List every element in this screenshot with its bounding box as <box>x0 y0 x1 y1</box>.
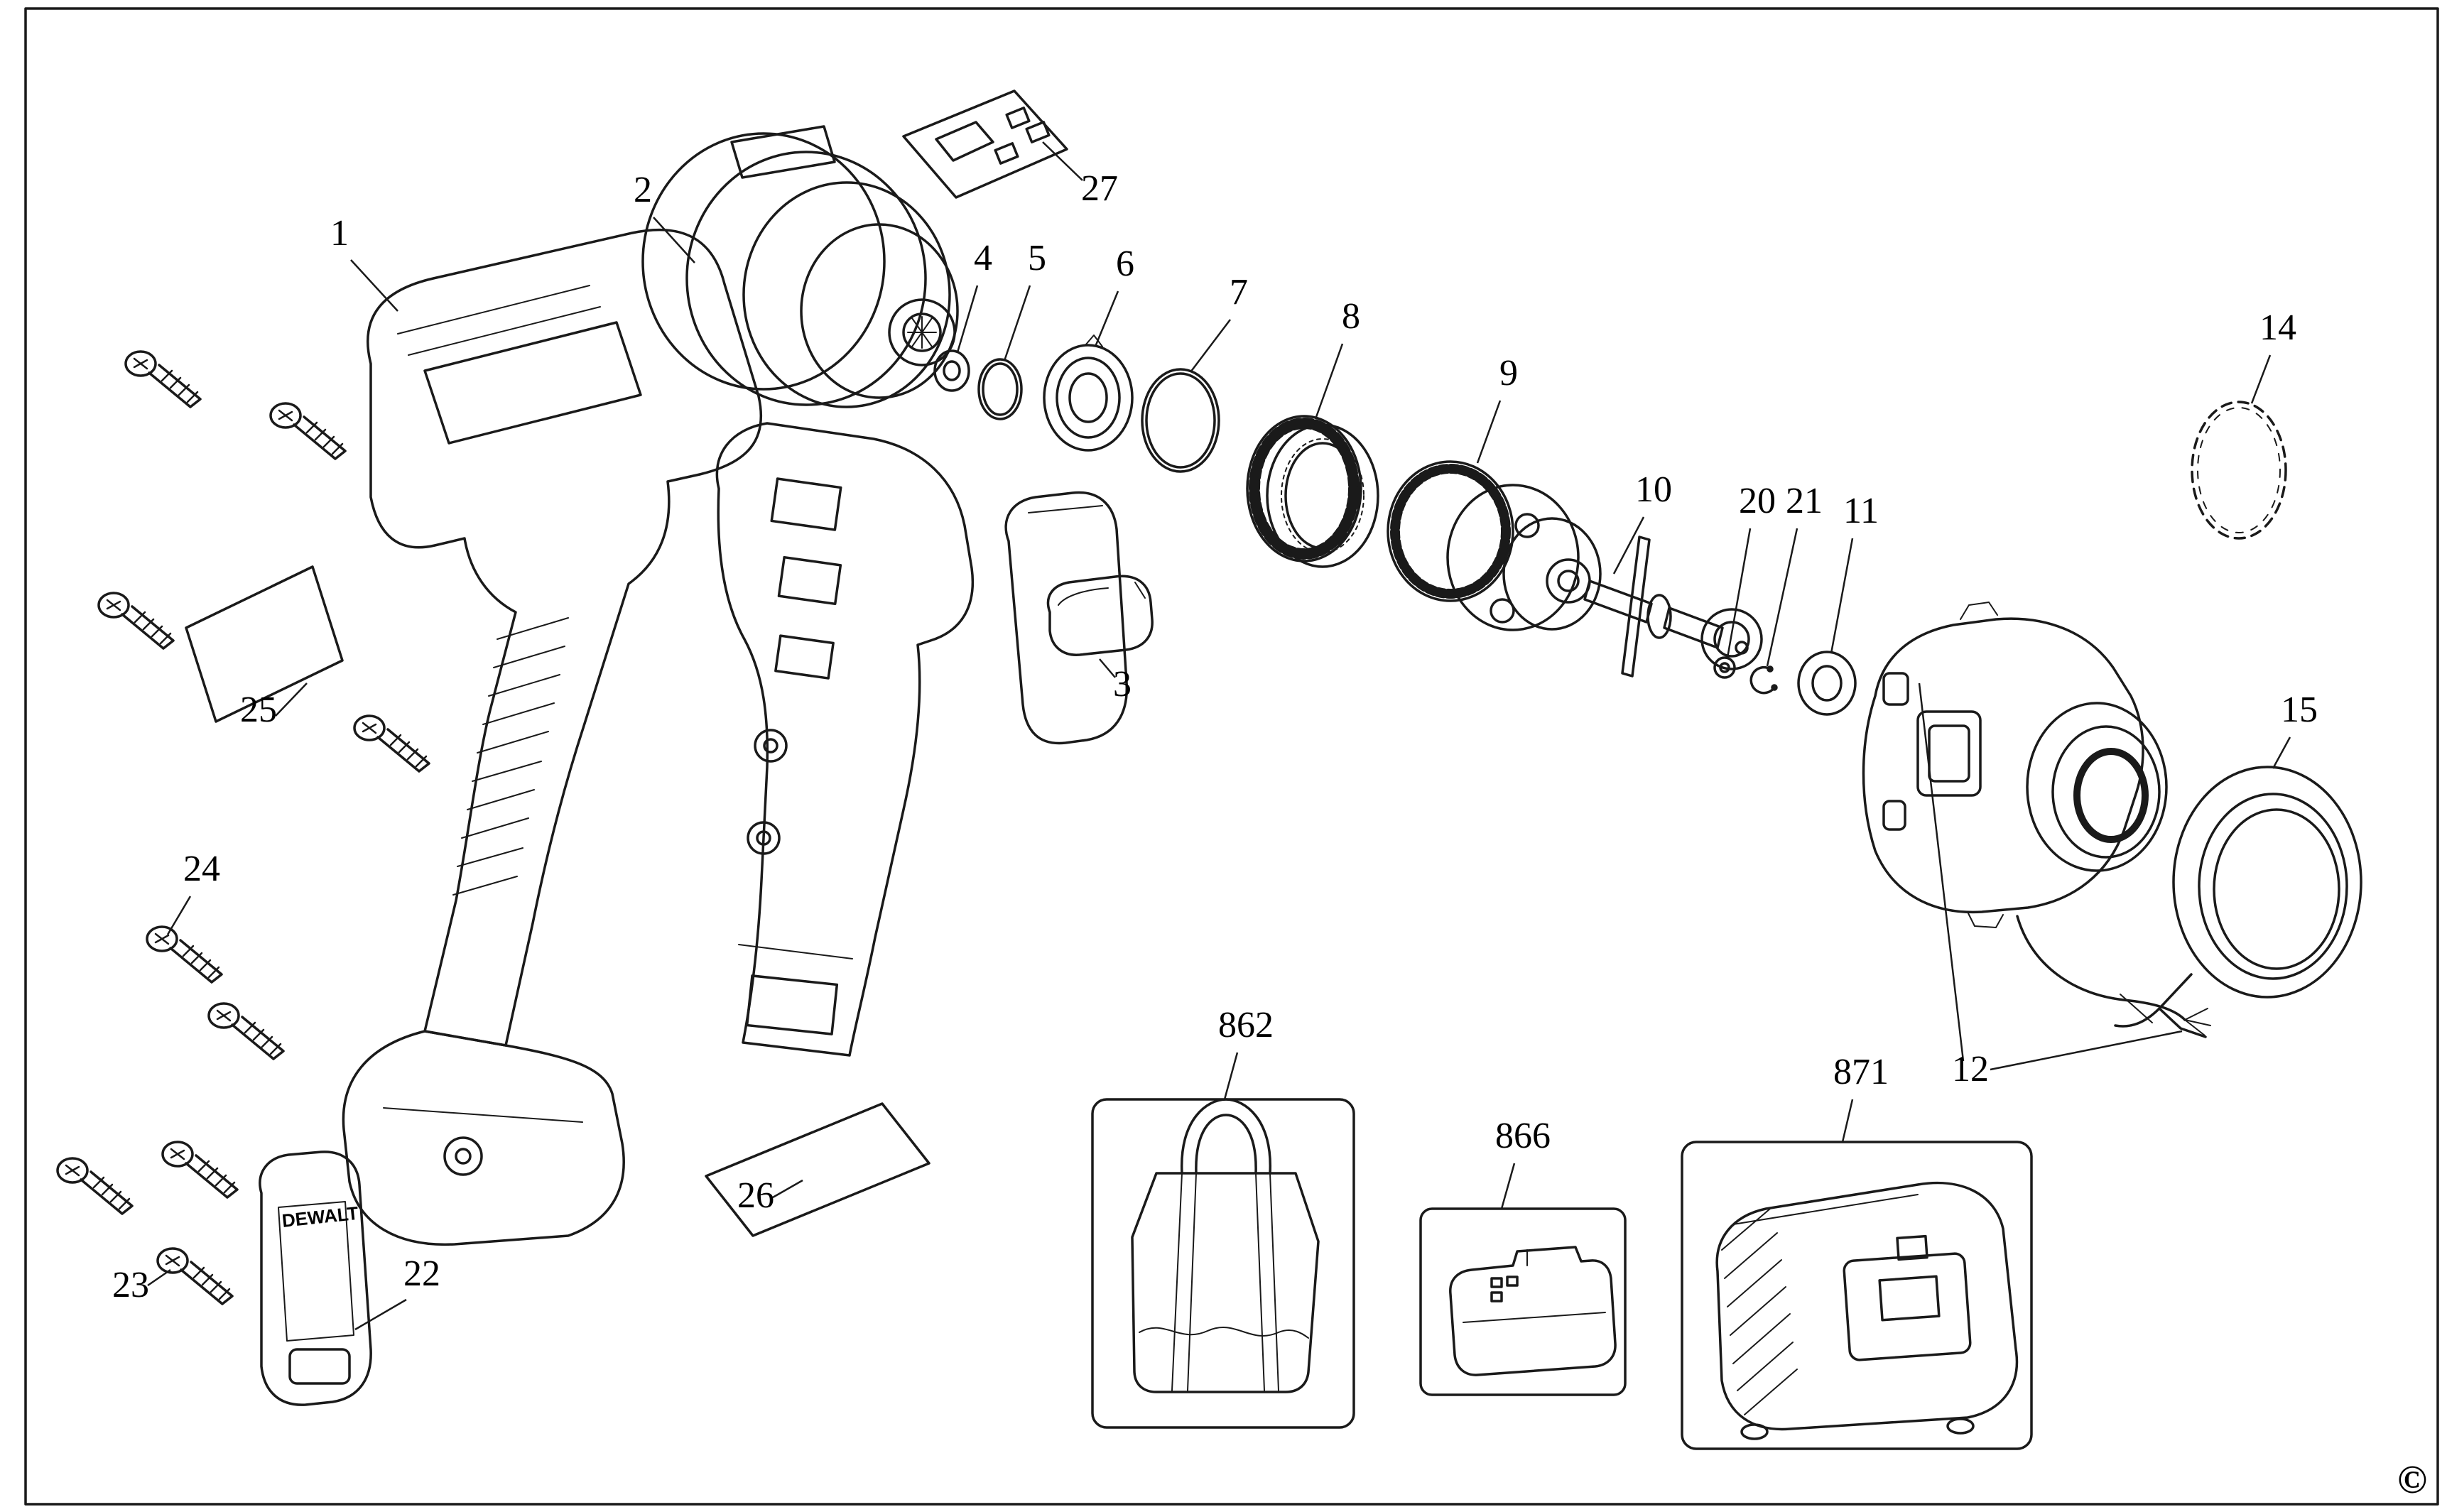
part-4-washer <box>933 349 970 392</box>
callout-label-26: 26 <box>737 1175 774 1216</box>
callout-leader-12 <box>1918 682 1965 1062</box>
callout-leader-11 <box>1830 538 1854 654</box>
callout-leader-26 <box>772 1179 803 1199</box>
callout-label-8: 8 <box>1342 296 1360 337</box>
part-20-washer <box>1713 656 1736 679</box>
screw-part-23 <box>156 1247 234 1305</box>
kit-box-871-charger <box>1681 1141 2033 1450</box>
callout-leader-2 <box>653 217 695 263</box>
callout-label-27: 27 <box>1081 168 1118 209</box>
part-2-motor <box>641 125 959 408</box>
callout-leader-12 <box>1990 1030 2183 1071</box>
kit-box-862-bag <box>1091 1098 1355 1429</box>
callout-leader-23 <box>147 1268 171 1287</box>
callout-label-866: 866 <box>1495 1116 1551 1156</box>
callout-leader-15 <box>2272 736 2291 769</box>
callout-leader-25 <box>275 682 308 717</box>
callout-leader-7 <box>1190 319 1231 373</box>
screw <box>353 714 430 773</box>
callout-label-21: 21 <box>1786 481 1823 521</box>
part-7-oring <box>1141 368 1220 473</box>
callout-label-9: 9 <box>1499 353 1518 393</box>
screw-part-24 <box>146 925 223 984</box>
callout-label-6: 6 <box>1116 244 1134 284</box>
part-21-circlip <box>1749 665 1778 695</box>
callout-leader-27 <box>1042 141 1083 181</box>
callout-label-862: 862 <box>1218 1005 1274 1045</box>
screw <box>161 1141 239 1199</box>
part-8-ring-gear <box>1246 415 1379 568</box>
part-10-anvil <box>1583 535 1763 678</box>
callout-leader-866 <box>1500 1163 1516 1209</box>
callout-leader-20 <box>1726 528 1752 658</box>
callout-label-11: 11 <box>1843 491 1879 531</box>
part-11-washer <box>1797 651 1857 716</box>
part-5-oring <box>977 358 1023 420</box>
callout-label-3: 3 <box>1113 664 1132 705</box>
callout-label-22: 22 <box>403 1253 440 1294</box>
callout-leader-14 <box>2250 354 2272 404</box>
page-border <box>24 7 2439 1506</box>
part-3-trigger <box>1046 575 1154 656</box>
part-26-label <box>705 1102 930 1237</box>
part-1-housing-half <box>342 228 763 1246</box>
callout-label-5: 5 <box>1028 238 1046 278</box>
callout-leader-5 <box>1003 285 1031 361</box>
callout-leader-24 <box>166 896 192 935</box>
kit-box-866-battery <box>1419 1207 1627 1396</box>
screw <box>56 1157 134 1215</box>
callout-label-7: 7 <box>1230 272 1248 312</box>
callout-label-14: 14 <box>2259 308 2296 348</box>
screw <box>97 592 175 650</box>
callout-label-23: 23 <box>112 1265 149 1305</box>
inner-housing-half <box>715 422 1129 1057</box>
callout-label-25: 25 <box>240 690 277 730</box>
callout-label-1: 1 <box>330 213 349 254</box>
callout-leader-4 <box>956 285 979 353</box>
callout-leader-3 <box>1099 658 1116 678</box>
part-22-belt-clip: DEWALT <box>259 1151 372 1406</box>
part-25-label <box>185 565 344 723</box>
callout-label-24: 24 <box>183 849 220 889</box>
screw <box>207 1002 285 1060</box>
callout-leader-1 <box>350 259 398 312</box>
callout-leader-862 <box>1223 1052 1239 1100</box>
callout-leader-8 <box>1314 343 1344 420</box>
callout-leader-22 <box>354 1298 407 1331</box>
callout-label-15: 15 <box>2281 690 2318 730</box>
callout-label-871: 871 <box>1833 1052 1889 1092</box>
callout-leader-6 <box>1094 290 1119 347</box>
callout-label-12: 12 <box>1952 1049 1989 1089</box>
screw <box>269 402 347 460</box>
callout-label-20: 20 <box>1739 481 1776 521</box>
callout-label-4: 4 <box>974 238 992 278</box>
callout-leader-9 <box>1476 400 1502 464</box>
callout-label-10: 10 <box>1635 469 1672 510</box>
callout-label-2: 2 <box>634 170 652 210</box>
part-12-front-housing <box>1862 602 2211 1036</box>
part-14-ring <box>2191 401 2287 540</box>
copyright-symbol: © <box>2397 1458 2427 1502</box>
part-15-bumper <box>2114 766 2362 1038</box>
screws <box>56 350 430 1305</box>
callout-leader-871 <box>1841 1099 1854 1143</box>
part-6-retainer-plate <box>1043 335 1134 452</box>
part-27-pcb <box>902 89 1068 199</box>
callout-leader-10 <box>1612 516 1645 575</box>
screw <box>124 350 202 408</box>
part-9-gear-assembly <box>1387 460 1602 631</box>
callout-leader-21 <box>1766 528 1798 667</box>
